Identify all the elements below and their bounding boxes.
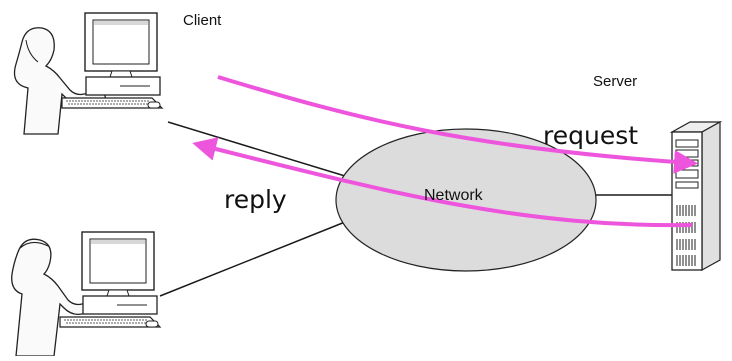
client-bottom-icon [11,231,162,357]
server-tower-icon [669,120,723,272]
client-label: Client [183,12,222,29]
link-client-top-network [167,121,346,177]
request-label: request [543,121,639,150]
link-client-bottom-network [159,221,346,297]
reply-label: reply [224,185,287,214]
client-top-icon [13,12,164,135]
network-cloud [335,128,597,272]
server-label: Server [593,73,638,90]
reply-arrow [192,137,693,228]
network-label: Network [424,187,483,204]
request-arrow [217,75,698,174]
